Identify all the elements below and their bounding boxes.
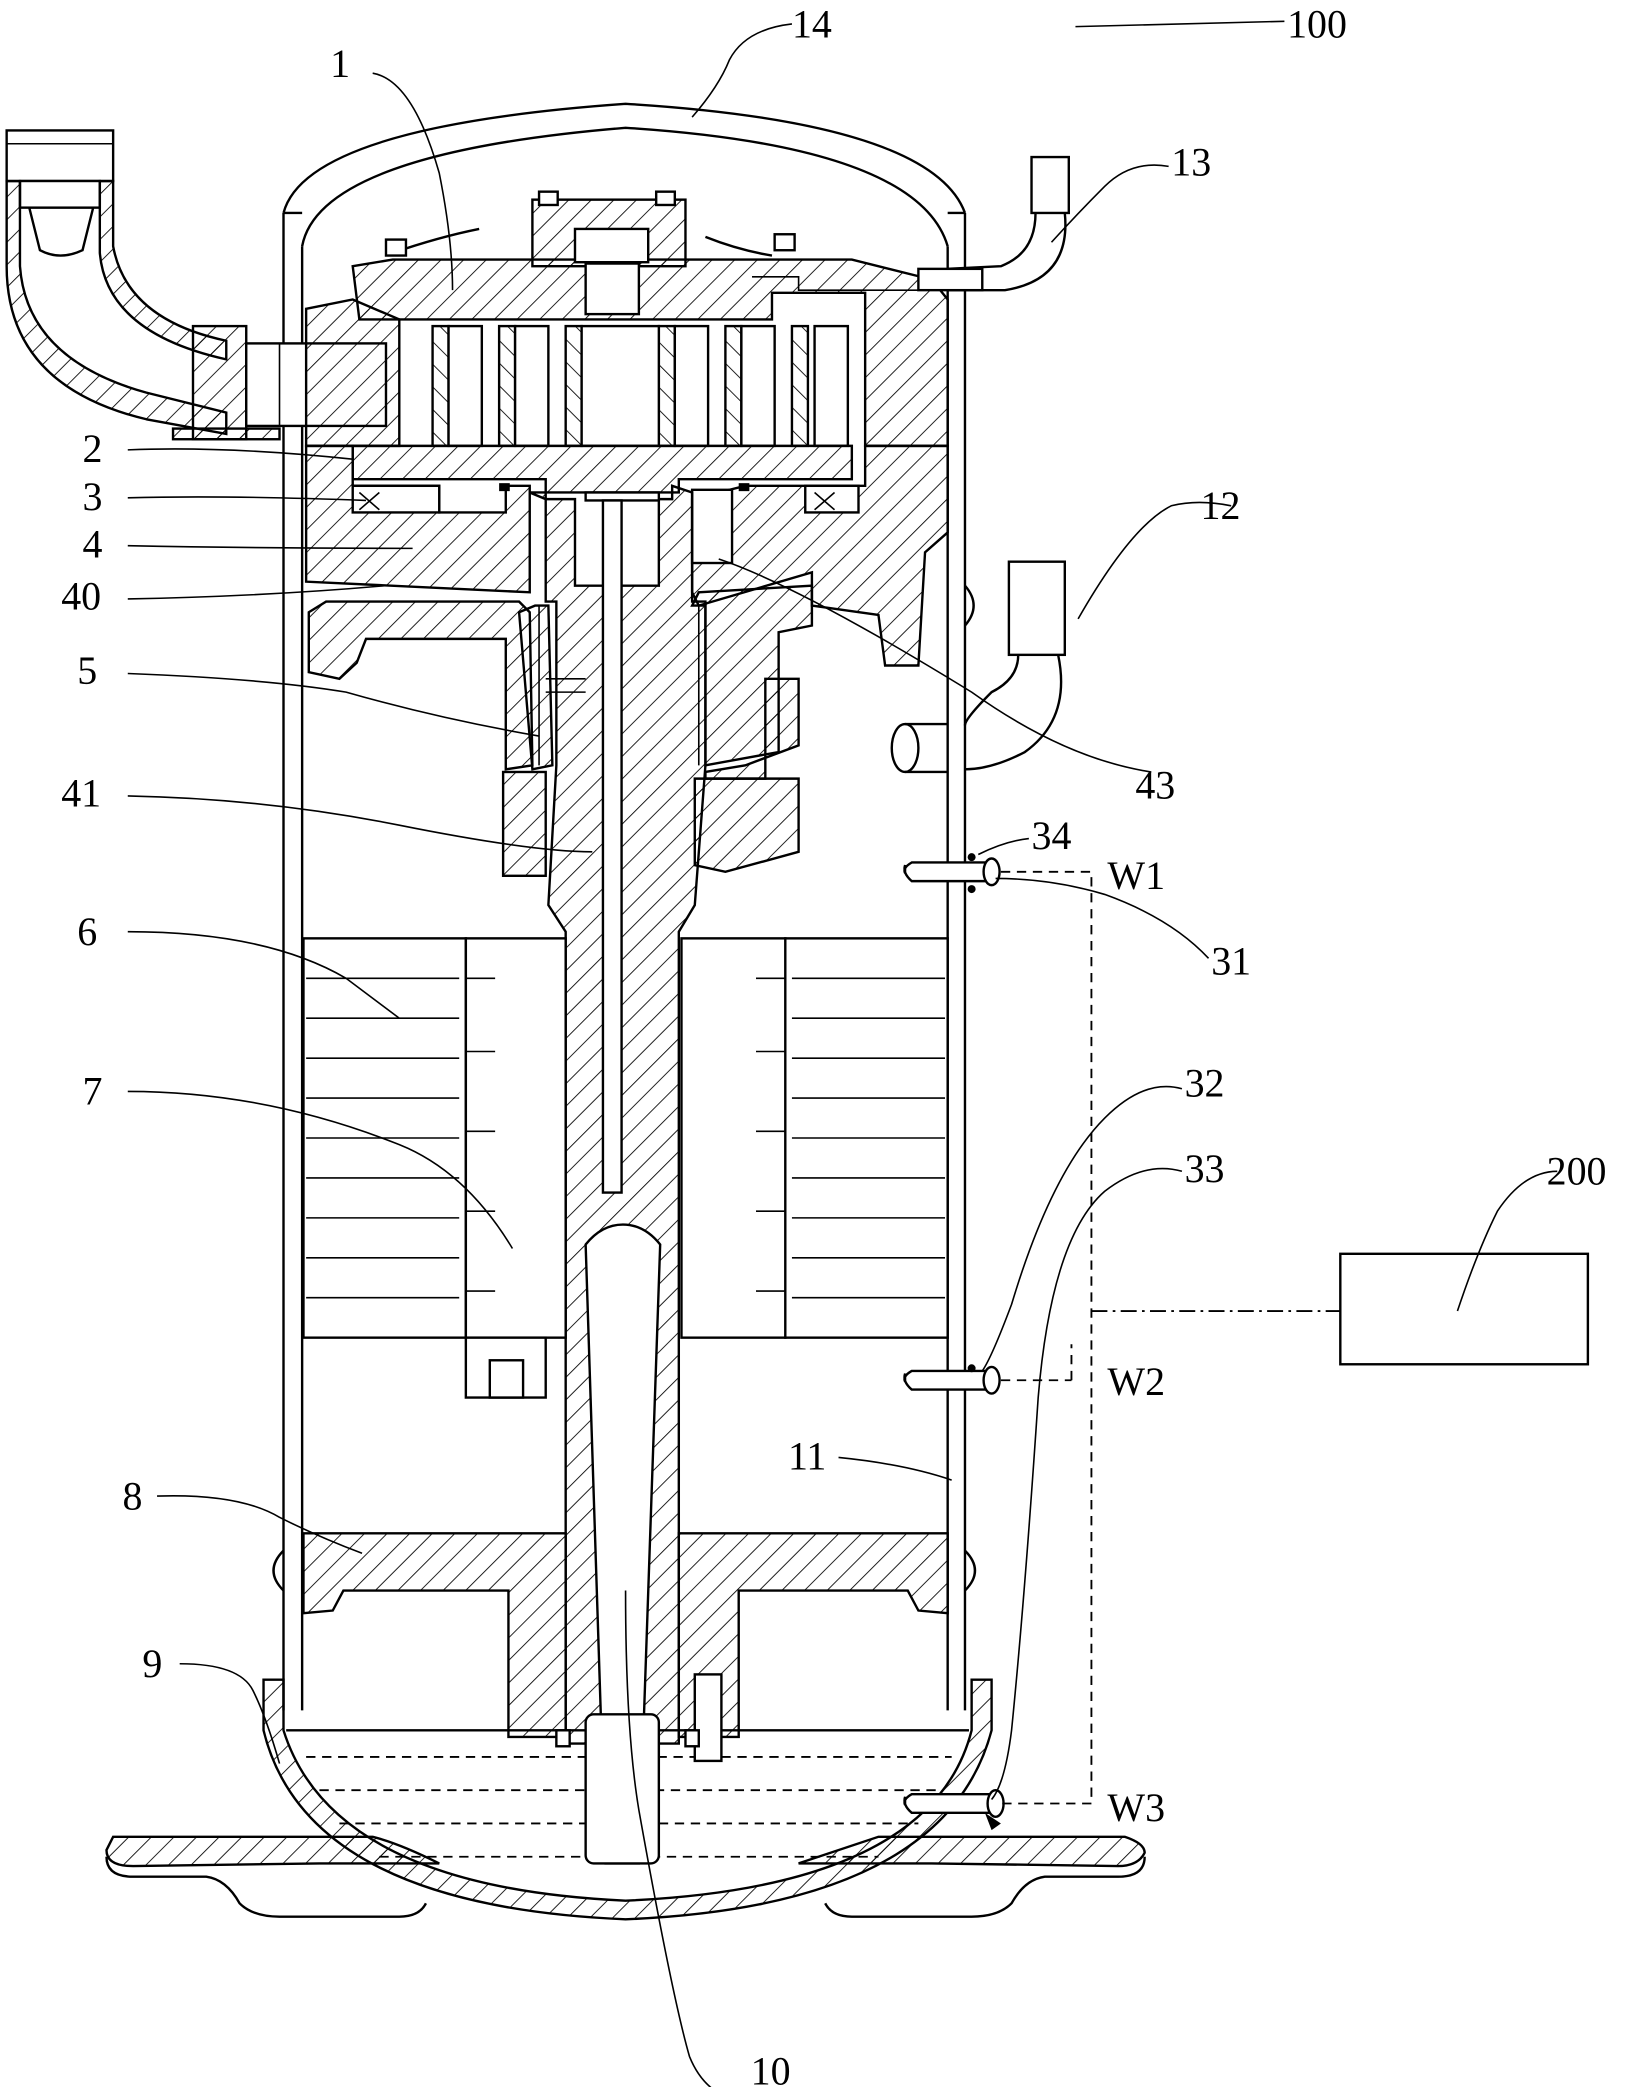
label-100: 100 bbox=[1287, 1, 1347, 46]
reference-labels: 1 14 100 13 12 2 3 4 40 5 41 43 34 W1 31… bbox=[61, 1, 1606, 2087]
label-9: 9 bbox=[142, 1641, 162, 1686]
label-13: 13 bbox=[1171, 140, 1211, 185]
suction-pipe-12 bbox=[890, 560, 1066, 774]
mounting-base bbox=[105, 1835, 440, 1868]
label-w3: W3 bbox=[1107, 1785, 1165, 1830]
label-12: 12 bbox=[1201, 483, 1241, 528]
label-10: 10 bbox=[751, 2048, 791, 2087]
sensor-31 bbox=[903, 853, 1001, 894]
label-11: 11 bbox=[788, 1433, 826, 1478]
label-41: 41 bbox=[61, 771, 101, 816]
stator bbox=[302, 937, 949, 1339]
label-32: 32 bbox=[1185, 1061, 1225, 1106]
label-3: 3 bbox=[83, 474, 103, 519]
label-1: 1 bbox=[330, 41, 350, 86]
fixed-scroll bbox=[304, 190, 949, 448]
pipe-13 bbox=[917, 155, 1070, 292]
label-w1: W1 bbox=[1107, 853, 1165, 898]
label-2: 2 bbox=[83, 426, 103, 471]
stator-laminations-right bbox=[791, 977, 946, 1299]
frame-lower-housing bbox=[307, 600, 800, 877]
label-40: 40 bbox=[61, 574, 101, 619]
stator-laminations-left bbox=[306, 977, 460, 1299]
label-7: 7 bbox=[83, 1069, 103, 1114]
label-43: 43 bbox=[1135, 763, 1175, 808]
label-14: 14 bbox=[792, 1, 832, 46]
label-6: 6 bbox=[77, 909, 97, 954]
label-4: 4 bbox=[83, 522, 103, 567]
label-w2: W2 bbox=[1107, 1359, 1165, 1404]
crankshaft bbox=[529, 484, 707, 1865]
sensor-33 bbox=[903, 1788, 1005, 1831]
label-8: 8 bbox=[122, 1473, 142, 1518]
label-33: 33 bbox=[1185, 1146, 1225, 1191]
sensor-wiring bbox=[1000, 870, 1341, 1805]
main-frame bbox=[304, 444, 949, 767]
leader-lines bbox=[127, 20, 1558, 2088]
label-5: 5 bbox=[77, 648, 97, 693]
sensor-32 bbox=[903, 1364, 1001, 1395]
controller-box bbox=[1339, 1252, 1590, 1366]
label-31: 31 bbox=[1211, 938, 1251, 983]
label-34: 34 bbox=[1032, 813, 1072, 858]
lower-bearing bbox=[302, 1532, 949, 1865]
top-cap bbox=[282, 102, 967, 214]
label-200: 200 bbox=[1547, 1149, 1607, 1194]
rotor bbox=[464, 937, 787, 1399]
